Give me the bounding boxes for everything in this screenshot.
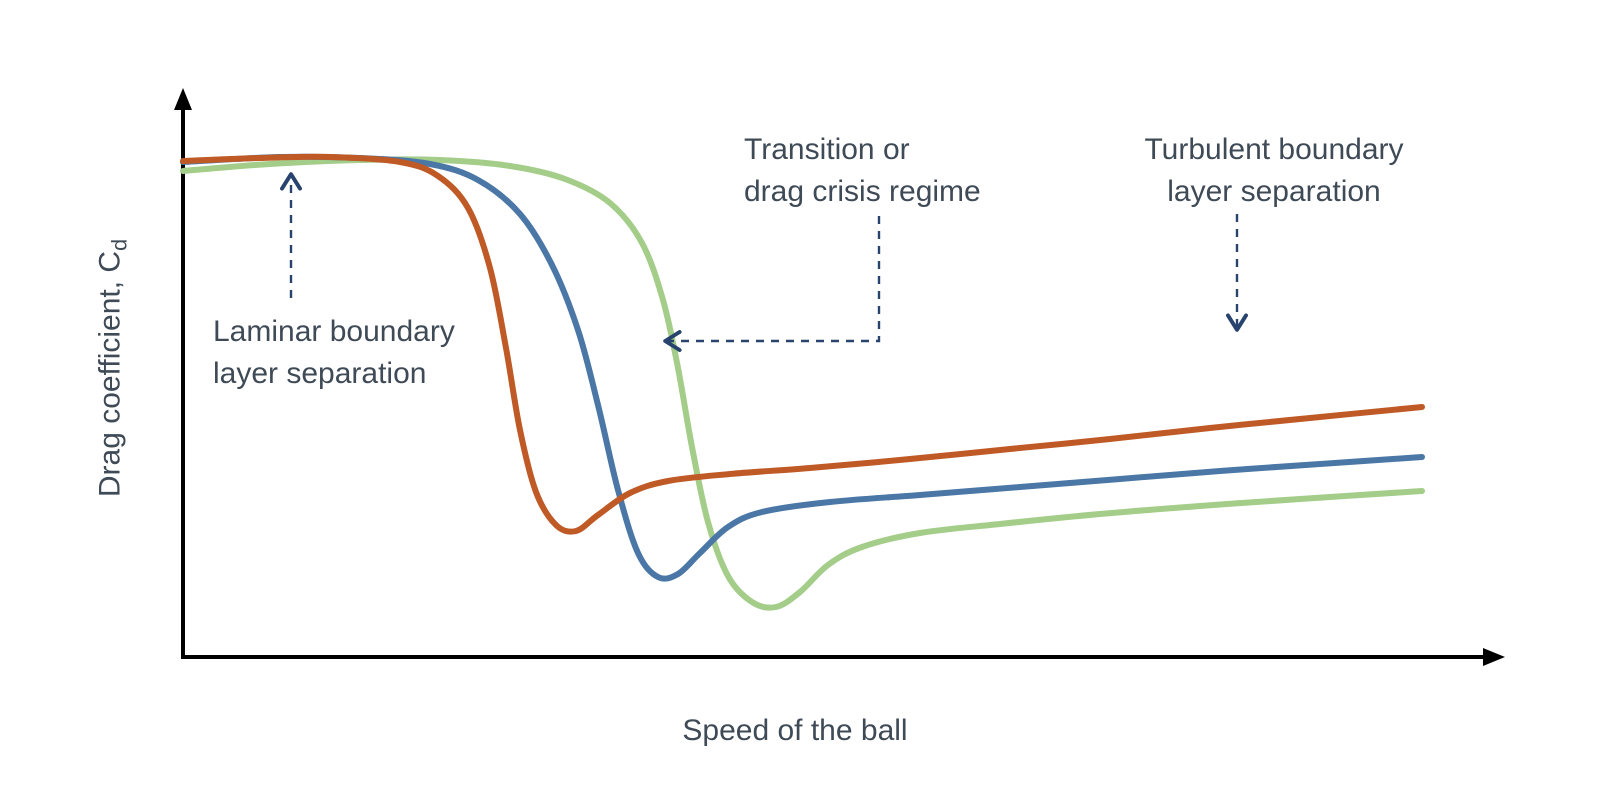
annotation-line: drag crisis regime	[744, 175, 981, 208]
annotation-line: Laminar boundary	[213, 315, 455, 348]
annotation-arrow-transition	[667, 216, 881, 341]
y-axis-label-text: Drag coefficient, C	[93, 250, 127, 498]
annotation-laminar-boundary-layer-separation: Laminar boundary layer separation	[213, 311, 455, 395]
x-axis-label: Speed of the ball	[682, 714, 908, 747]
curve-green	[180, 156, 1425, 611]
annotation-line: layer separation	[213, 357, 427, 390]
x-axis-arrowhead	[1483, 648, 1505, 666]
y-axis-arrowhead	[174, 88, 192, 110]
annotation-turbulent-boundary-layer-separation: Turbulent boundary layer separation	[1144, 129, 1403, 213]
y-axis-label-subscript: d	[106, 238, 132, 251]
annotation-line: Turbulent boundary	[1144, 133, 1404, 166]
annotation-line: layer separation	[1167, 175, 1381, 208]
annotation-transition-drag-crisis-regime: Transition or drag crisis regime	[744, 129, 981, 213]
annotation-line: Transition or	[744, 133, 910, 166]
y-axis-label: Drag coefficient, Cd	[89, 239, 134, 497]
curve-blue	[180, 153, 1425, 582]
curve-orange	[180, 153, 1425, 535]
